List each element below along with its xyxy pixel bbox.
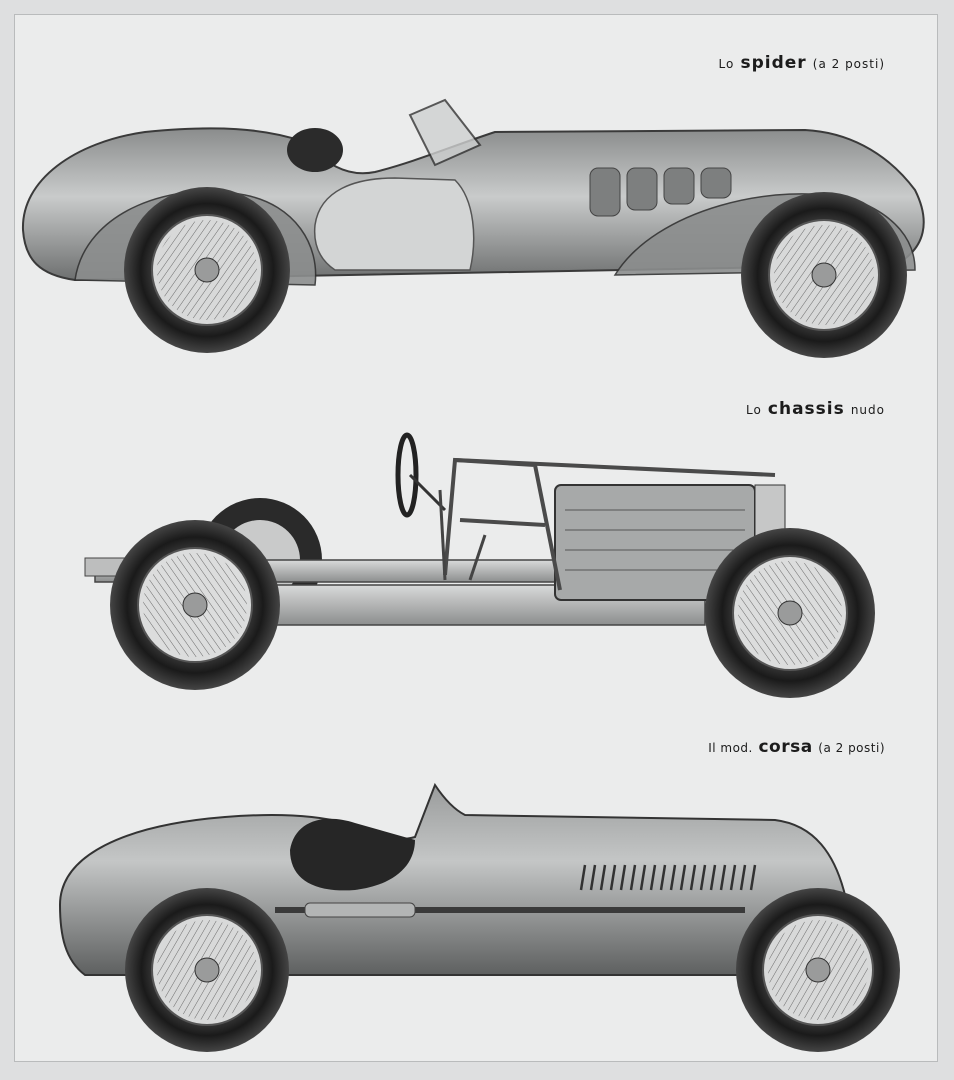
caption-corsa-main: corsa (758, 737, 813, 757)
caption-chassis-main: chassis (767, 399, 845, 419)
caption-spider-main: spider (740, 53, 807, 73)
corsa-car-illustration (58, 782, 900, 1052)
catalog-page: Lo spider (a 2 posti) Lo chassis nudo Il… (14, 14, 938, 1062)
caption-corsa-suffix: (a 2 posti) (818, 741, 885, 755)
caption-corsa: Il mod. corsa (a 2 posti) (708, 737, 885, 757)
caption-spider-prefix: Lo (718, 57, 735, 71)
caption-chassis: Lo chassis nudo (746, 399, 885, 419)
caption-chassis-prefix: Lo (745, 403, 762, 417)
spider-car-illustration (21, 98, 925, 358)
caption-spider: Lo spider (a 2 posti) (719, 53, 885, 73)
caption-chassis-suffix: nudo (850, 403, 885, 417)
chassis-illustration (84, 432, 875, 698)
caption-corsa-prefix: Il mod. (708, 741, 753, 755)
caption-spider-suffix: (a 2 posti) (812, 57, 885, 71)
